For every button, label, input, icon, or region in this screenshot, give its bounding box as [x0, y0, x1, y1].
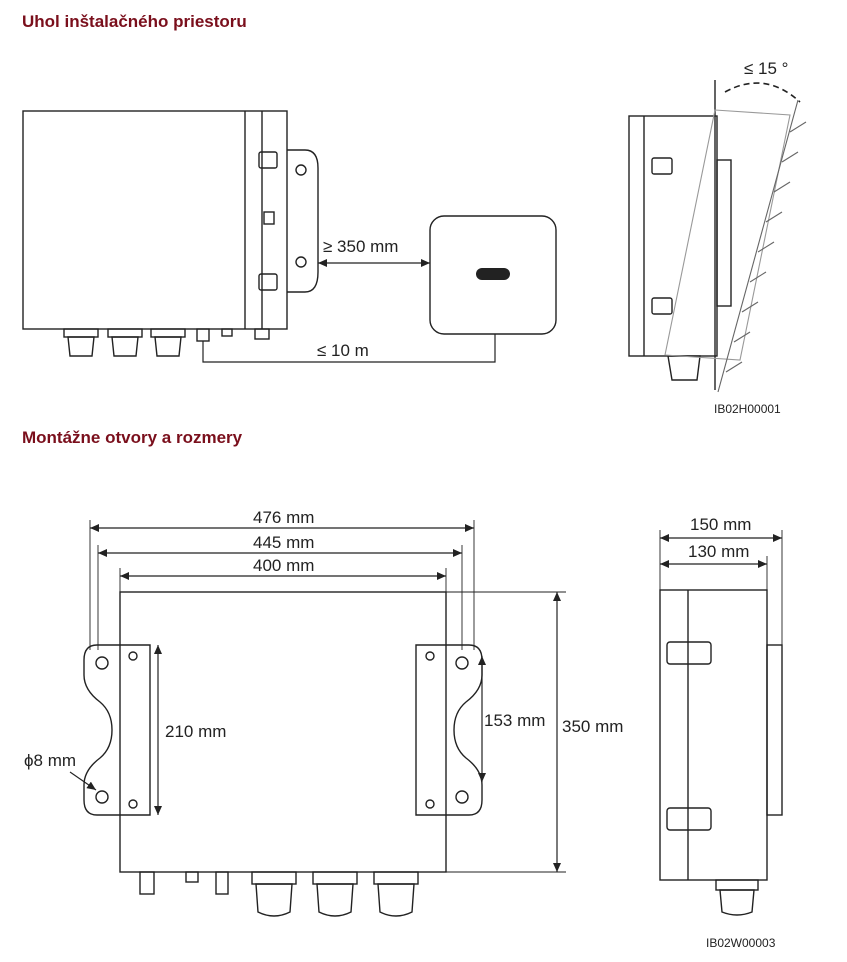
side-extension-lines	[659, 530, 783, 645]
extension-lines	[89, 520, 566, 873]
top-side-view	[628, 80, 732, 390]
tilt-angle-label: ≤ 15 °	[744, 59, 788, 78]
cable-length-label: ≤ 10 m	[317, 341, 369, 360]
figure-code-bottom: IB02W00003	[706, 936, 776, 950]
width-total-label: 476 mm	[253, 508, 314, 527]
bottom-rear-view-box	[83, 591, 483, 917]
top-inverter-device	[429, 215, 557, 335]
hole-diameter-leader	[69, 771, 97, 791]
height-total-label: 350 mm	[562, 717, 623, 736]
section-heading-mounting-holes: Montážne otvory a rozmery	[22, 428, 243, 447]
top-front-view-box	[22, 110, 319, 357]
hole-vertical-right-label: 153 mm	[484, 711, 545, 730]
width-holes-label: 400 mm	[253, 556, 314, 575]
gap-label: ≥ 350 mm	[323, 237, 398, 256]
width-mid-label: 445 mm	[253, 533, 314, 552]
depth-total-label: 150 mm	[690, 515, 751, 534]
cable-path-line	[202, 334, 496, 363]
hole-vertical-left-label: 210 mm	[165, 722, 226, 741]
tilt-angle-arc	[724, 82, 801, 103]
wall-hatch	[717, 99, 807, 393]
depth-body-label: 130 mm	[688, 542, 749, 561]
tilted-ghost-outline	[664, 109, 791, 361]
section-heading-installation-space: Uhol inštalačného priestoru	[22, 12, 247, 31]
hole-diameter-label: ϕ8 mm	[24, 751, 76, 770]
figure-code-top: IB02H00001	[714, 402, 781, 416]
bottom-side-view-box	[659, 589, 783, 916]
